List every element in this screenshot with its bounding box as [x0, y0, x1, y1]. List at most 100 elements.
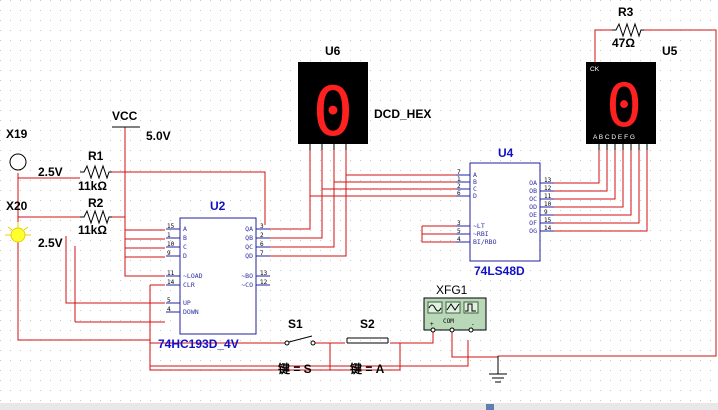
resistor-r2[interactable]: R2 11kΩ — [78, 196, 112, 237]
xfg1-plus: + — [430, 321, 434, 328]
wire — [540, 147, 640, 224]
pin-label: OD — [529, 203, 537, 211]
resistor-r3[interactable]: R3 47Ω — [612, 5, 644, 50]
terminal-minus[interactable] — [468, 327, 474, 333]
display-pins — [598, 144, 648, 150]
pin-label: OG — [529, 227, 537, 235]
u5-segment-labels: A B C D E F G — [593, 134, 635, 141]
s1-key: 键 = S — [277, 361, 312, 376]
pin-number: 14 — [167, 279, 175, 286]
r1-value: 11kΩ — [78, 179, 107, 193]
pin-number: 6 — [260, 241, 264, 248]
wire — [65, 236, 165, 304]
pin-label: QB — [245, 234, 253, 242]
pin-number: 11 — [167, 270, 175, 277]
u6-digit: 0 — [313, 73, 354, 152]
xfg1-com: COM — [443, 318, 454, 325]
pin-number: 5 — [457, 228, 461, 235]
u4-part: 74LS48D — [474, 264, 525, 278]
function-generator-xfg1[interactable]: XFG1 + COM - — [423, 283, 487, 333]
x19-ref: X19 — [6, 127, 28, 141]
resistor-icon — [80, 209, 112, 225]
r3-value: 47Ω — [612, 36, 635, 50]
pin-label: ~BO — [241, 272, 253, 280]
u6-ref: U6 — [325, 44, 341, 58]
bottom-scrollbar[interactable] — [0, 403, 718, 410]
pin-label: QA — [245, 225, 253, 233]
pin-number: 9 — [544, 209, 548, 216]
u5-ref: U5 — [662, 44, 678, 58]
pin-number: 4 — [457, 236, 461, 243]
resistor-icon — [612, 22, 644, 38]
u5-digit: 0 — [606, 71, 642, 141]
terminal-com[interactable] — [449, 327, 455, 333]
switch-contact — [284, 340, 290, 346]
wire — [258, 145, 323, 239]
wire — [149, 366, 330, 371]
source-vcc[interactable]: VCC 5.0V — [112, 109, 171, 143]
pin-label: D — [183, 252, 187, 260]
x20-ref: X20 — [6, 199, 28, 213]
xfg1-ref: XFG1 — [436, 283, 468, 297]
s2-key: 键 = A — [349, 361, 385, 376]
source-x20[interactable]: X20 2.5V — [5, 199, 63, 250]
pin-number: 3 — [457, 220, 461, 227]
pin-label: QC — [245, 243, 253, 251]
wire — [540, 147, 648, 232]
pin-number: 2 — [457, 183, 461, 190]
pin-number: 7 — [457, 169, 461, 176]
source-x19[interactable]: X19 2.5V — [6, 127, 63, 179]
circuit-wires — [17, 29, 717, 374]
pin-label: A — [473, 171, 477, 179]
switch-contact — [310, 340, 316, 346]
terminal-plus[interactable] — [430, 327, 436, 333]
s1-ref: S1 — [288, 317, 303, 331]
vcc-voltage: 5.0V — [146, 129, 171, 143]
x20-voltage: 2.5V — [38, 236, 63, 250]
switch-s2[interactable]: S2 键 = A — [346, 317, 389, 376]
pin-label: DOWN — [183, 308, 199, 316]
wire — [540, 147, 624, 208]
pin-label: OC — [529, 195, 537, 203]
resistor-r1[interactable]: R1 11kΩ — [78, 149, 112, 193]
switch-lever-icon — [288, 335, 313, 343]
pin-label: C — [473, 185, 477, 193]
pin-number: 1 — [457, 176, 461, 183]
pin-number: 15 — [167, 223, 175, 230]
pin-number: 13 — [544, 177, 552, 184]
pin-number: 2 — [260, 232, 264, 239]
pin-number: 10 — [167, 241, 175, 248]
u6-type: DCD_HEX — [374, 107, 431, 121]
display-pins — [309, 144, 347, 150]
u2-ref: U2 — [210, 199, 226, 213]
pin-label: ~LOAD — [183, 272, 203, 280]
ground-symbol — [489, 373, 507, 383]
u4-ref: U4 — [498, 146, 514, 160]
r3-ref: R3 — [618, 5, 634, 19]
wire — [258, 145, 335, 248]
pin-number: 10 — [544, 201, 552, 208]
wire — [400, 330, 434, 344]
chip-body — [469, 162, 541, 262]
wire — [498, 29, 717, 357]
pin-number: 11 — [544, 193, 552, 200]
triangle-wave-icon — [446, 303, 460, 311]
display-u6[interactable]: U6 0 DCD_HEX — [298, 44, 431, 152]
display-u5[interactable]: U5 CK 0 A B C D E F G — [586, 44, 678, 150]
switch-s1[interactable]: S1 键 = S — [277, 317, 316, 376]
scrollbar-thumb[interactable] — [486, 404, 494, 410]
pin-label: C — [183, 243, 187, 251]
vcc-ref: VCC — [112, 109, 138, 123]
pin-label: UP — [183, 299, 191, 307]
s2-ref: S2 — [360, 317, 375, 331]
display-body — [298, 62, 368, 144]
pin-label: B — [473, 178, 477, 186]
square-wave-icon — [463, 301, 479, 314]
pin-label: CLR — [183, 281, 195, 289]
